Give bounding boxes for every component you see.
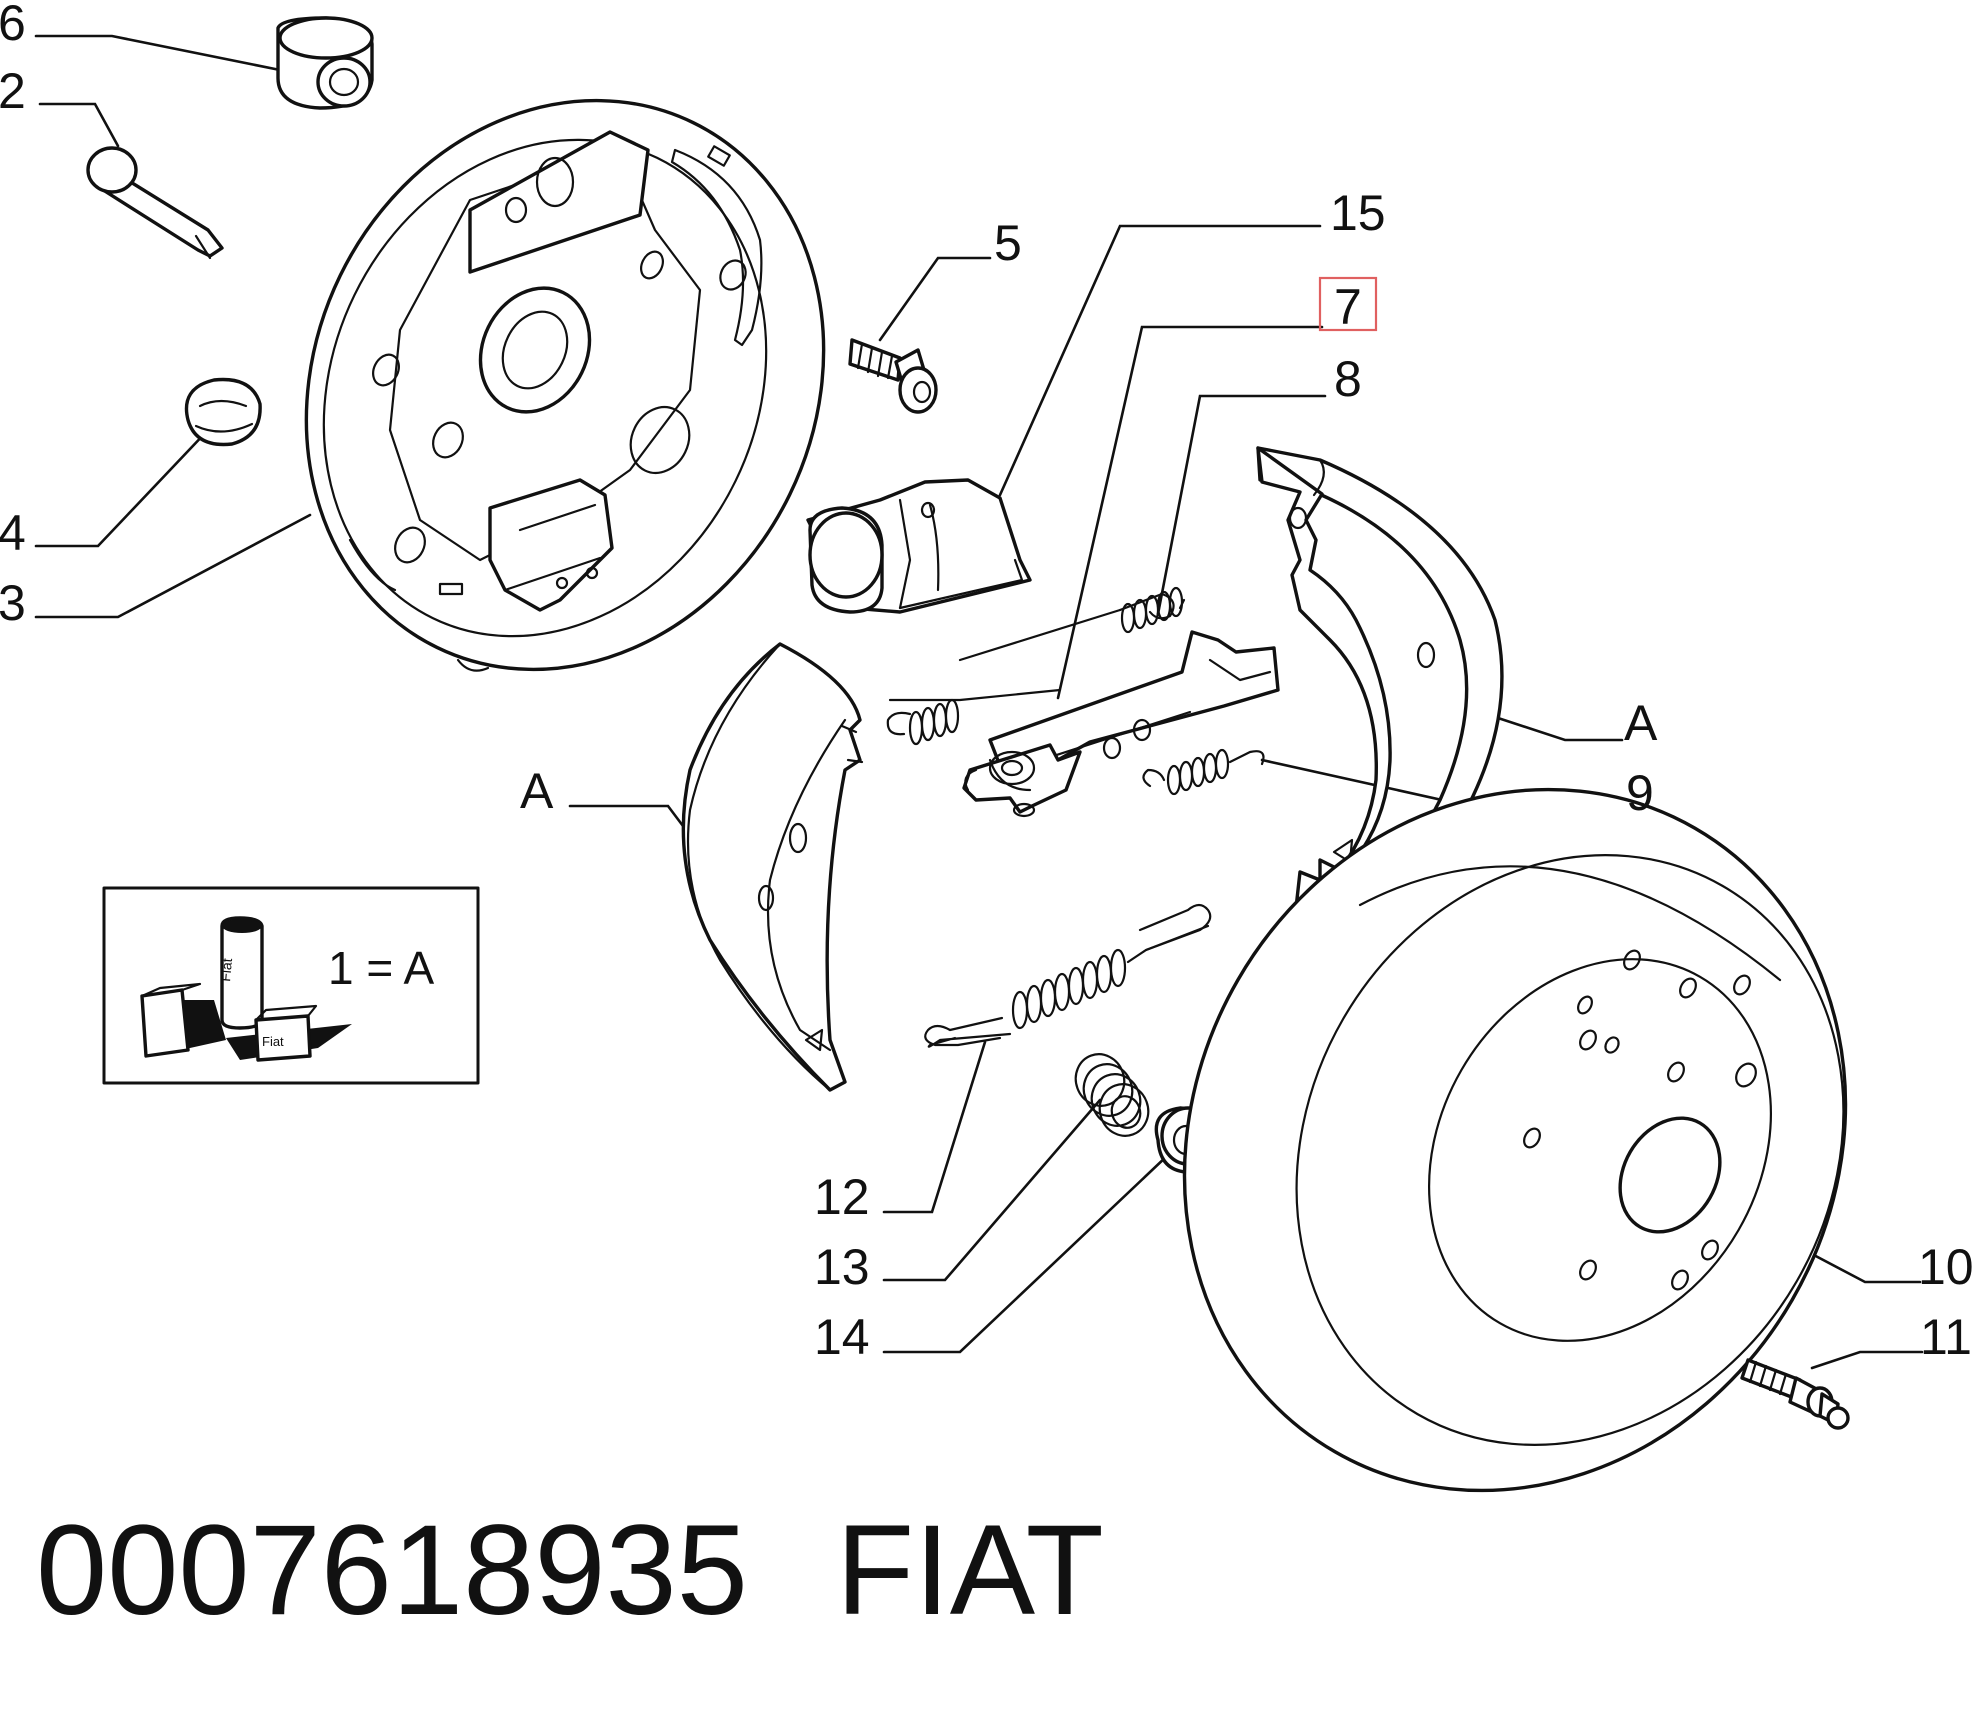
callout-12: 12 bbox=[814, 1169, 870, 1225]
kit-can-label: Fiat bbox=[217, 958, 235, 983]
bushing-part-6 bbox=[276, 16, 374, 110]
leader-lines bbox=[34, 34, 1924, 1370]
footer: 0007618935 FIAT bbox=[36, 1499, 1104, 1642]
wheel-cylinder-part-15 bbox=[806, 478, 1032, 614]
callout-15: 15 bbox=[1330, 185, 1386, 241]
callout-8: 8 bbox=[1334, 351, 1362, 407]
callout-7-highlight bbox=[1318, 276, 1378, 332]
bleed-screw-part-5 bbox=[848, 338, 938, 414]
kit-legend-text: 1 = A bbox=[328, 942, 434, 994]
part-number: 0007618935 bbox=[36, 1499, 748, 1642]
callout-11: 11 bbox=[1920, 1309, 1972, 1365]
adjuster-spring-part-9 bbox=[1142, 748, 1265, 796]
callout-4: 4 bbox=[0, 505, 26, 561]
return-spring-part-12 bbox=[924, 903, 1212, 1048]
backing-plate-part-3 bbox=[304, 98, 826, 672]
upper-spring-part-8 bbox=[958, 586, 1186, 662]
wheel-stud-part-11 bbox=[1740, 1358, 1850, 1430]
callout-10: 10 bbox=[1918, 1239, 1973, 1295]
kit-box-label: Fiat bbox=[262, 1034, 284, 1049]
brake-drum-part-10 bbox=[1182, 787, 1848, 1493]
callout-6: 6 bbox=[0, 0, 26, 51]
hold-down-spring-part-13 bbox=[1074, 1053, 1150, 1137]
callout-labels: 6 2 4 3 5 15 7 8 A 9 A 12 13 14 10 11 bbox=[0, 0, 1973, 1365]
grommet-part-4 bbox=[184, 377, 262, 447]
callout-7: 7 bbox=[1334, 279, 1362, 335]
brand-name: FIAT bbox=[836, 1499, 1104, 1642]
callout-2: 2 bbox=[0, 63, 26, 119]
adjuster-strut-part-7 bbox=[886, 630, 1280, 818]
callout-5: 5 bbox=[994, 215, 1022, 271]
callout-14: 14 bbox=[814, 1309, 870, 1365]
brake-shoe-left bbox=[681, 642, 864, 1092]
callout-13: 13 bbox=[814, 1239, 870, 1295]
callout-9: 9 bbox=[1626, 765, 1654, 821]
kit-legend-box: Fiat Fiat 1 = A bbox=[102, 886, 480, 1085]
pin-part-2 bbox=[86, 146, 224, 260]
callout-3: 3 bbox=[0, 575, 26, 631]
callout-a-left: A bbox=[520, 763, 554, 819]
callout-a-right: A bbox=[1624, 695, 1658, 751]
